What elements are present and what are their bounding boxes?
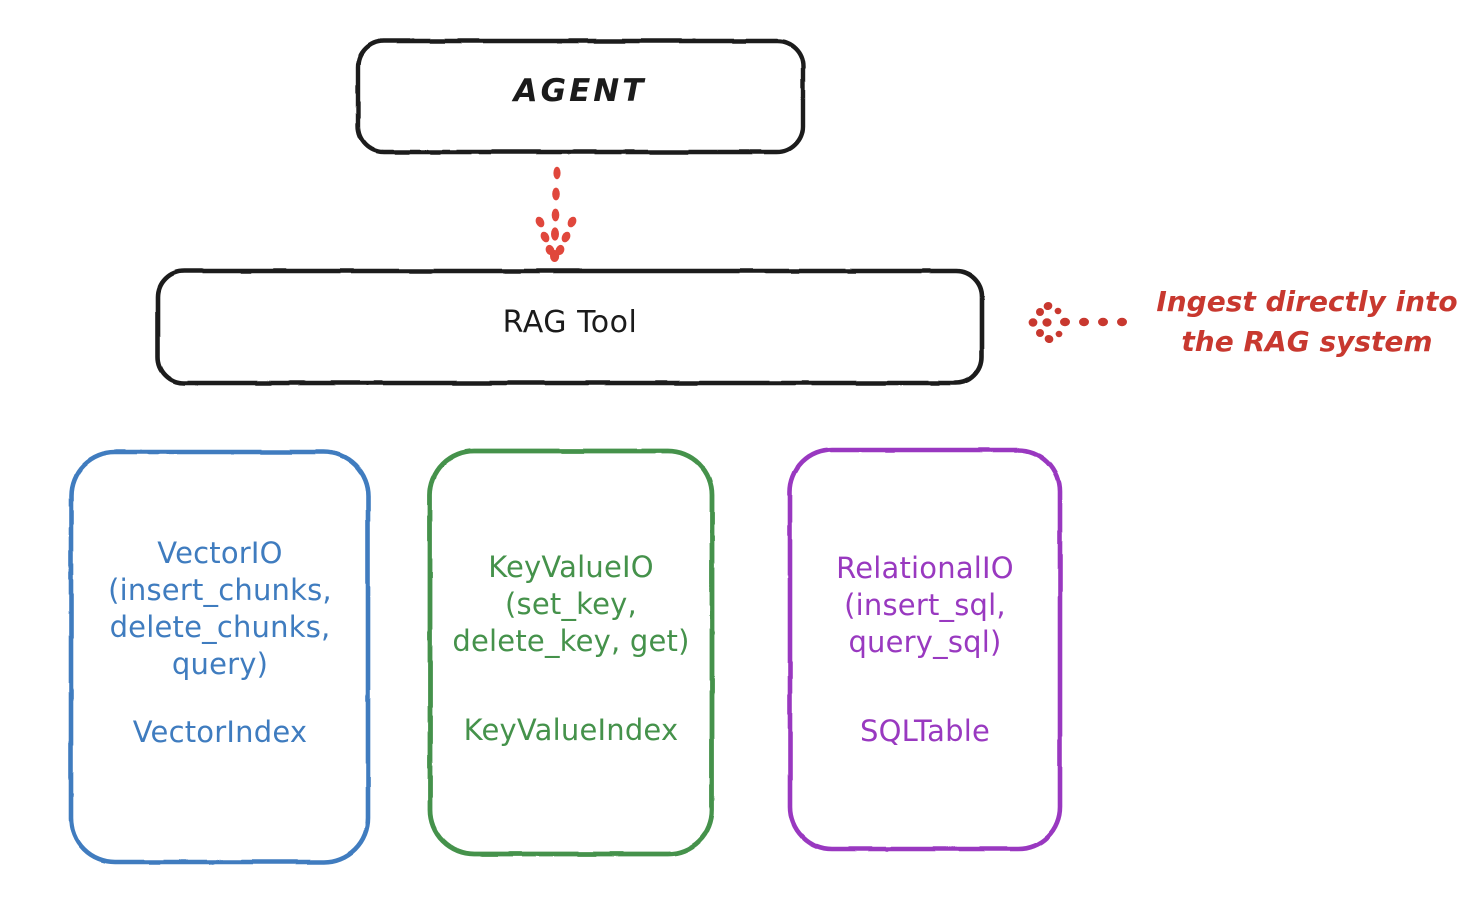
key-value-io-api-label: KeyValueIO (set_key, delete_key, get) — [452, 550, 690, 659]
relational-io-box-outline — [787, 447, 1063, 852]
rag-tool-node[interactable] — [155, 268, 985, 386]
agent-box-outline — [355, 38, 806, 155]
connector-agent-to-rag-tool — [535, 166, 577, 262]
relational-io-node[interactable] — [787, 447, 1063, 852]
rag-tool-box-outline — [155, 268, 985, 386]
sql-table-label: SQLTable — [860, 714, 990, 748]
agent-label: AGENT — [513, 73, 647, 109]
vector-io-api-label: VectorIO (insert_chunks, delete_chunks, … — [108, 536, 332, 682]
vector-index-label: VectorIndex — [132, 715, 308, 749]
rag-tool-label: RAG Tool — [502, 305, 638, 340]
agent-node[interactable] — [355, 38, 806, 155]
connector-annotation-to-rag-tool — [1028, 301, 1127, 344]
relational-io-api-label: RelationalIO (insert_sql, query_sql) — [836, 551, 1014, 660]
vector-io-box-outline — [68, 449, 371, 865]
key-value-io-node[interactable] — [427, 448, 715, 857]
key-value-io-box-outline — [427, 448, 715, 857]
ingest-annotation-text: Ingest directly into the RAG system — [1156, 285, 1458, 358]
key-value-index-label: KeyValueIndex — [463, 713, 679, 747]
vector-io-node[interactable] — [68, 449, 371, 865]
